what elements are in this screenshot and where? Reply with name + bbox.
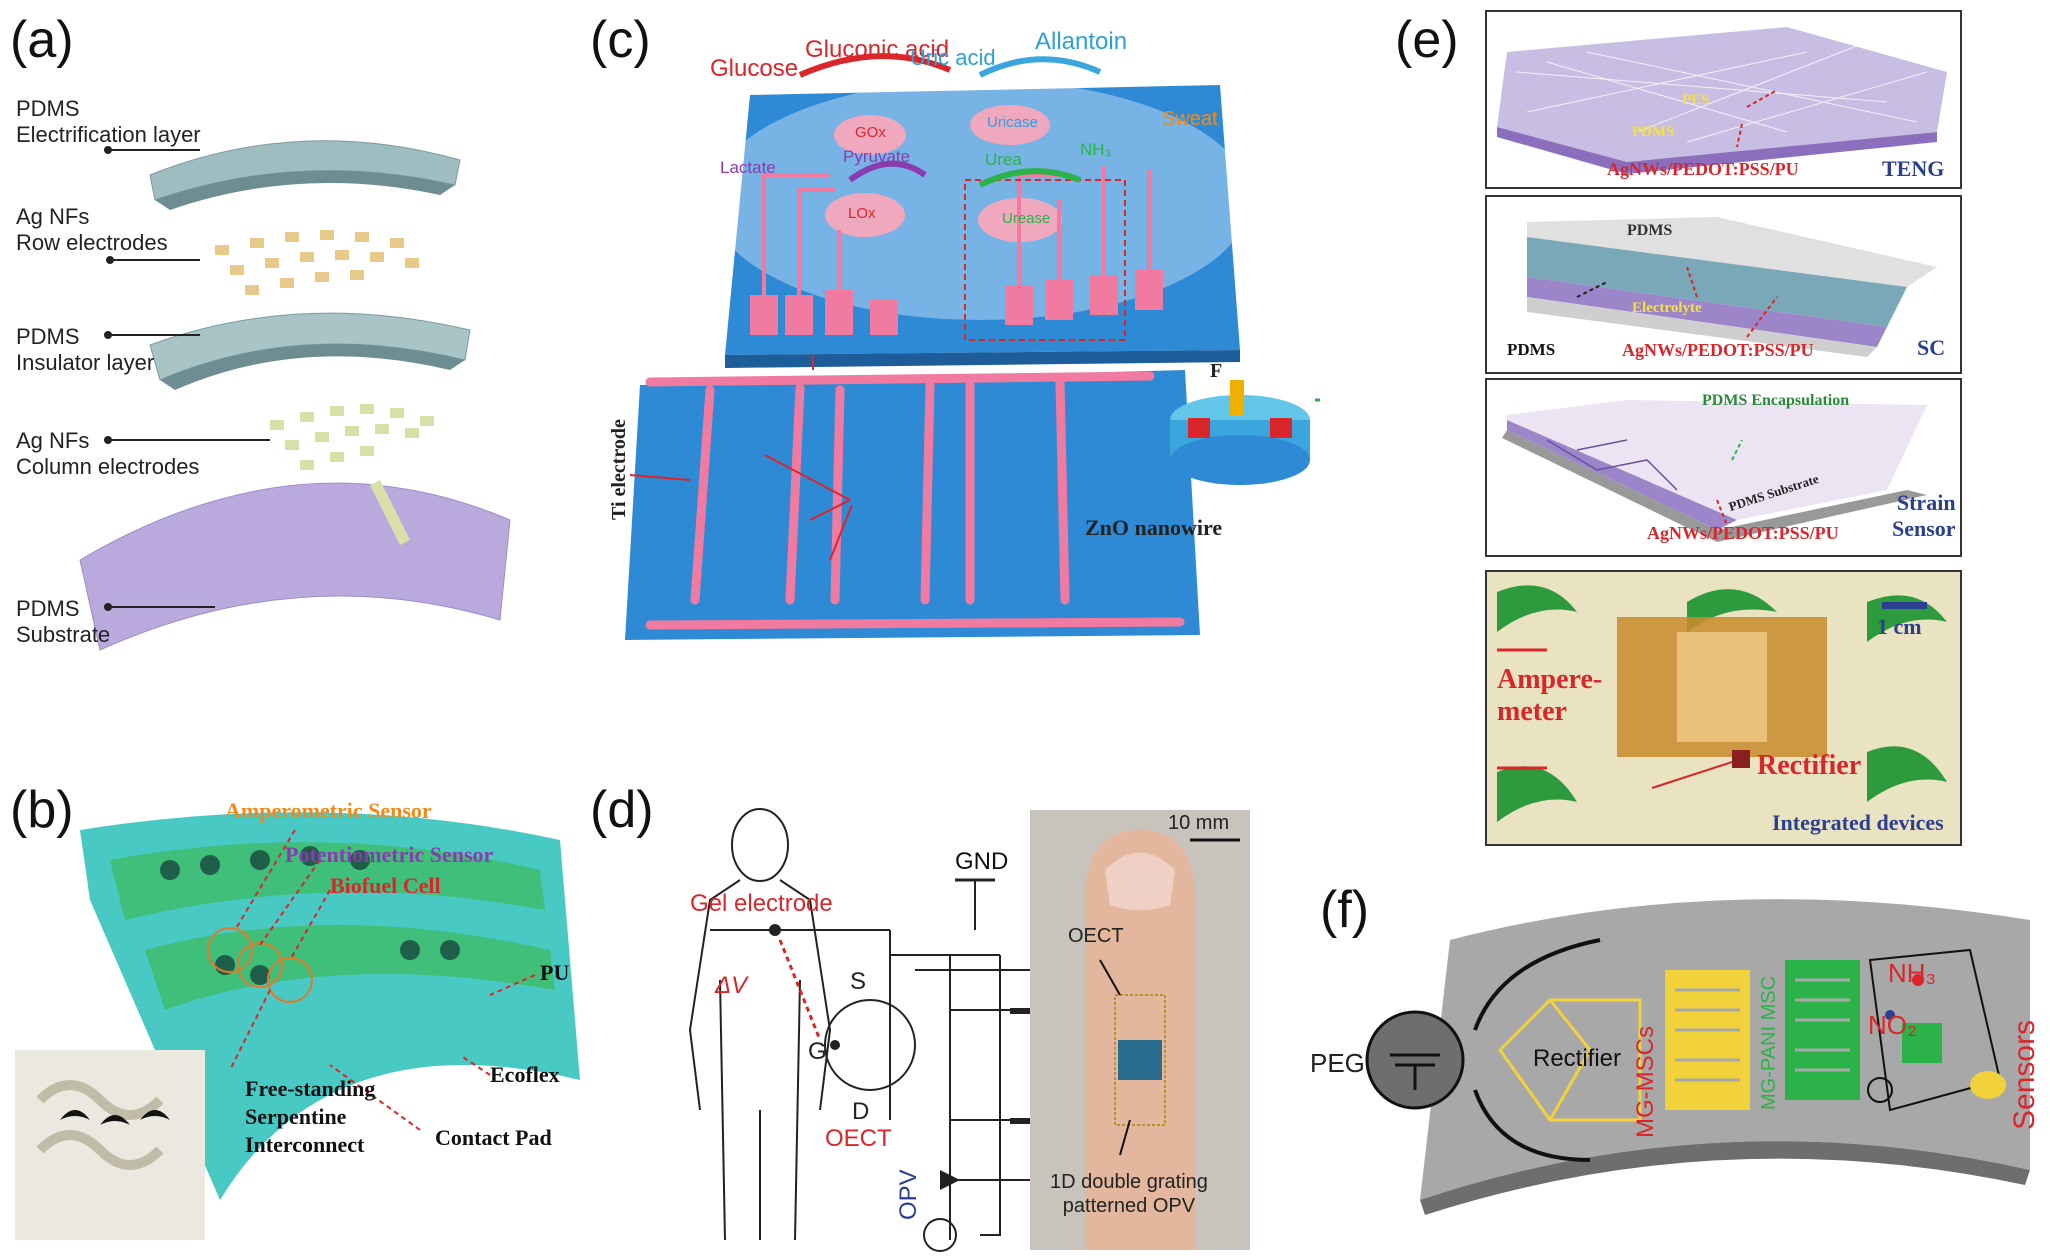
no2-label: NO₂ (1868, 1010, 1918, 1040)
teng-illustration (1497, 27, 1947, 174)
teng-box: PES PDMS AgNWs/PEDOT:PSS/PU TENG (1485, 10, 1962, 189)
gel-electrode-label: Gel electrode (690, 890, 833, 917)
nh3-label: NH₃ (1888, 958, 1937, 988)
panel-d: (d) Gel electrode GND ΔV S G D (590, 780, 1270, 1260)
ecoflex-label: Ecoflex (490, 1062, 560, 1087)
force-label: F (1210, 360, 1223, 382)
strain-illustration (1502, 400, 1927, 542)
amperometric-label: Amperometric Sensor (225, 798, 432, 823)
zno-nanowire-label: ZnO nanowire (1085, 515, 1223, 540)
pyruvate-label: Pyruvate (843, 147, 911, 166)
biofuel-label: Biofuel Cell (330, 873, 441, 898)
pu-label: PU (540, 960, 570, 985)
sc-box: PDMS Electrolyte PDMS AgNWs/PEDOT:PSS/PU… (1485, 195, 1962, 374)
panel-label-c: (c) (590, 11, 651, 69)
panel-e: (e) PES PDMS AgNWs/PEDOT:PSS/PU TENG PDM… (1390, 0, 2050, 860)
sc-pdms-top-label: PDMS (1627, 222, 1673, 239)
panel-label-b: (b) (10, 781, 74, 839)
integrated-devices-label: Integrated devices (1772, 810, 1944, 835)
teng-name-label: TENG (1882, 156, 1945, 181)
strain-encap-label: PDMS Encapsulation (1702, 392, 1850, 409)
panel-a-layers-illustration (79, 140, 511, 651)
contact-pad-label: Contact Pad (435, 1125, 552, 1150)
sensors-label: Sensors (2008, 1019, 2041, 1130)
strain-box: PDMS Encapsulation PDMS Substrate AgNWs/… (1485, 378, 1962, 557)
photo-oect-label: OECT (1068, 925, 1124, 947)
integrated-photo-box: 1 cm Ampere-meter Rectifier Integrated d… (1485, 570, 1962, 846)
strain-electrode-label: AgNWs/PEDOT:PSS/PU (1647, 523, 1839, 543)
rectifier-photo-label: Rectifier (1757, 750, 1862, 781)
drain-label: D (852, 1098, 870, 1125)
uric-acid-label: Uric acid (910, 45, 996, 70)
photo-scale-label: 1 cm (1877, 614, 1922, 639)
amperemeter-label: Ampere-meter (1497, 664, 1603, 727)
panel-b-sensor-illustration (15, 812, 580, 1240)
oect-circuit-label: OECT (825, 1125, 892, 1152)
sc-pdms-bottom-label: PDMS (1507, 340, 1556, 359)
opv-circuit-label: OPV (895, 1169, 922, 1220)
teng-electrode-label: AgNWs/PEDOT:PSS/PU (1607, 159, 1799, 179)
sc-name-label: SC (1917, 335, 1946, 360)
lactate-label: Lactate (720, 158, 776, 177)
allantoin-label: Allantoin (1035, 28, 1128, 55)
panel-label-f: (f) (1320, 881, 1370, 939)
panel-label-a: (a) (10, 11, 74, 69)
integrated-photo-illustration (1497, 585, 1947, 822)
panel-f: (f) PEG Rectifier MG-MSCs MG-PANI MSC NH… (1270, 880, 2050, 1260)
peg-label: PEG (1310, 1048, 1365, 1078)
mg-pani-label: MG-PANI MSC (1758, 975, 1780, 1110)
ti-electrode-label: Ti electrode (608, 419, 630, 520)
gox-label: GOx (855, 124, 886, 141)
mg-mscs-label: MG-MSCs (1632, 1026, 1659, 1138)
sc-electrolyte-label: Electrolyte (1632, 300, 1702, 316)
finger-illustration (1085, 830, 1240, 1250)
panel-f-device-illustration (1365, 899, 2030, 1215)
potentiometric-label: Potentiometric Sensor (285, 842, 494, 867)
teng-pes-label: PES (1682, 92, 1710, 108)
panel-c-biosensor-illustration (625, 53, 1320, 640)
glucose-label: Glucose (710, 55, 799, 82)
urea-label: Urea (985, 150, 1022, 169)
sweat-label: Sweat (1162, 108, 1218, 130)
teng-pdms-label: PDMS (1632, 124, 1675, 140)
source-label: S (850, 968, 867, 995)
gate-label: G (808, 1038, 827, 1065)
lox-label: LOx (848, 205, 876, 222)
sc-electrode-label: AgNWs/PEDOT:PSS/PU (1622, 340, 1814, 360)
sc-illustration (1527, 217, 1937, 357)
panel-b: (b) Amperometric Sensor Potentiometric S… (0, 780, 600, 1260)
nh3-label: NH₃ (1080, 140, 1112, 159)
gluconic-acid-label: Gluconic acid (805, 36, 950, 63)
rectifier-label: Rectifier (1533, 1045, 1622, 1072)
panel-label-e: (e) (1395, 11, 1459, 69)
delta-v-label: ΔV (715, 972, 748, 999)
urease-label: Urease (1002, 210, 1051, 227)
gnd-label: GND (955, 848, 1009, 875)
panel-label-d: (d) (590, 781, 654, 839)
panel-c: (c) (580, 0, 1320, 660)
uricase-label: Uricase (987, 114, 1038, 131)
photo-scale-bar-label: 10 mm (1168, 812, 1230, 834)
